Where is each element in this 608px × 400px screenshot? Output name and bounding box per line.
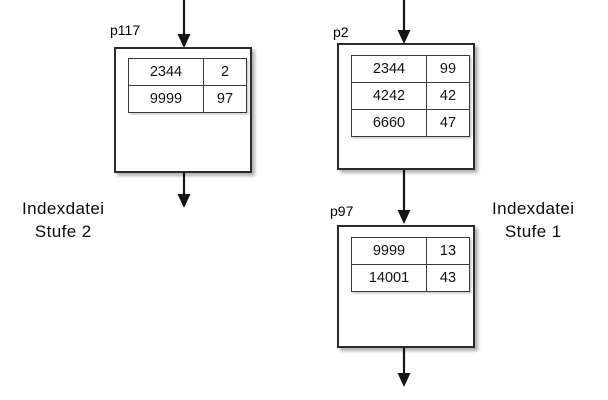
index-table-p97: 9999 13 14001 43 [351, 237, 470, 292]
arrow-into-p117 [177, 0, 191, 48]
caption-right-line-1: Indexdatei [492, 199, 575, 218]
table-row: 2344 2 [128, 58, 247, 86]
key-cell: 4242 [351, 82, 427, 110]
pointer-cell: 2 [203, 58, 247, 86]
caption-left-index-level-2: Indexdatei Stufe 2 [22, 197, 104, 244]
pointer-cell: 43 [426, 264, 470, 292]
arrow-p2-to-p97 [397, 169, 411, 224]
key-cell: 9999 [128, 85, 204, 113]
pointer-cell: 42 [426, 82, 470, 110]
table-row: 6660 47 [351, 109, 470, 137]
pointer-cell: 47 [426, 109, 470, 137]
key-cell: 2344 [128, 58, 204, 86]
key-cell: 6660 [351, 109, 427, 137]
arrow-out-of-p97 [397, 347, 411, 387]
pointer-cell: 97 [203, 85, 247, 113]
table-row: 2344 99 [351, 55, 470, 83]
table-row: 9999 13 [351, 237, 470, 265]
table-row: 9999 97 [128, 85, 247, 113]
arrow-out-of-p117 [177, 172, 191, 208]
pointer-cell: 13 [426, 237, 470, 265]
key-cell: 14001 [351, 264, 427, 292]
index-table-p117: 2344 2 9999 97 [128, 58, 247, 113]
key-cell: 2344 [351, 55, 427, 83]
key-cell: 9999 [351, 237, 427, 265]
node-label-p2: p2 [333, 24, 349, 40]
node-label-p97: p97 [330, 203, 354, 219]
pointer-cell: 99 [426, 55, 470, 83]
caption-left-line-1: Indexdatei [22, 199, 105, 218]
arrow-into-p2 [397, 0, 411, 44]
table-row: 14001 43 [351, 264, 470, 292]
caption-right-index-level-1: Indexdatei Stufe 1 [492, 197, 574, 244]
caption-right-line-2: Stufe 1 [504, 222, 562, 242]
index-table-p2: 2344 99 4242 42 6660 47 [351, 55, 470, 137]
caption-left-line-2: Stufe 2 [34, 222, 92, 242]
table-row: 4242 42 [351, 82, 470, 110]
node-label-p117: p117 [110, 22, 141, 38]
